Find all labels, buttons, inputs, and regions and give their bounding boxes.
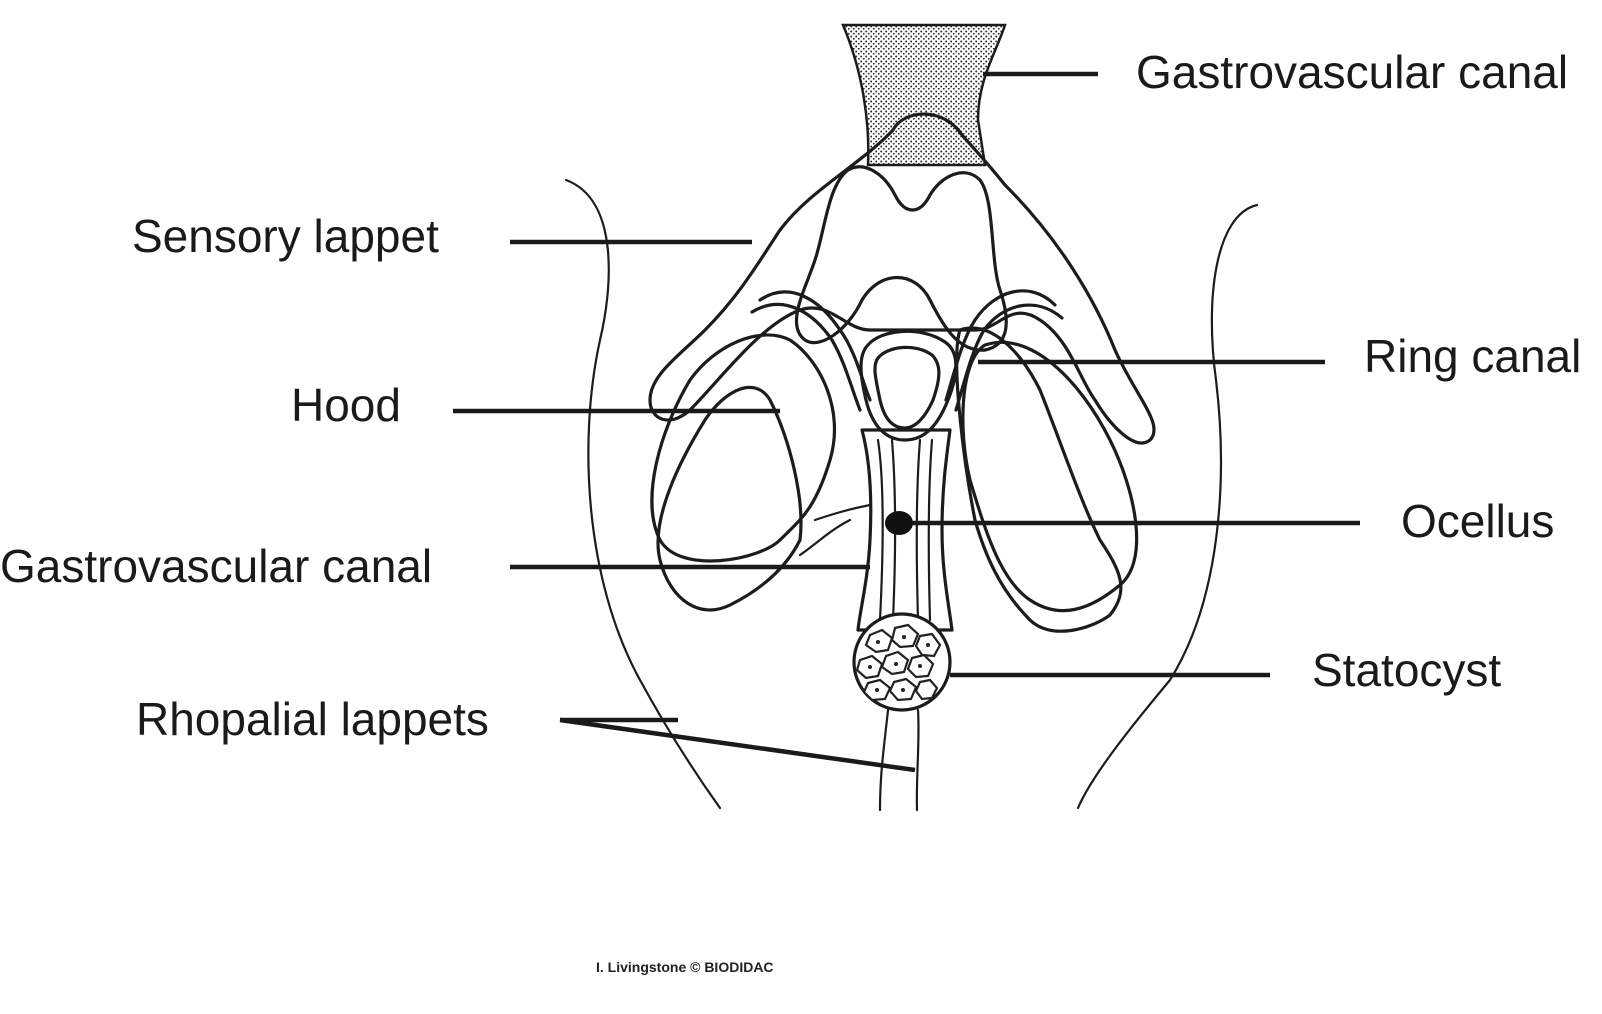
ocellus [885, 511, 913, 535]
label-gastrovascular-canal-left: Gastrovascular canal [0, 540, 432, 592]
rhopalium-tail [878, 708, 920, 812]
label-ring-canal: Ring canal [1364, 330, 1581, 382]
sensory-lappet [648, 112, 1156, 445]
label-sensory-lappet: Sensory lappet [132, 210, 439, 262]
statocyst [852, 612, 952, 712]
label-hood: Hood [291, 379, 401, 431]
rhopalial-lappet-left [656, 386, 803, 612]
credit-line: I. Livingstone © BIODIDAC [596, 959, 774, 975]
hood-right [961, 340, 1139, 613]
gastrovascular-canal-stalk [841, 23, 1007, 167]
ring-canal-inner [873, 345, 941, 430]
hood-left [650, 333, 837, 563]
ring-canal-arms [750, 289, 1064, 412]
label-gastrovascular-canal-top: Gastrovascular canal [1136, 46, 1568, 98]
rhopalial-lappet-right [955, 326, 1123, 633]
label-statocyst: Statocyst [1312, 644, 1501, 696]
rhopalium-canal-lines [798, 438, 934, 622]
ring-canal [859, 329, 958, 442]
label-ocellus: Ocellus [1401, 495, 1554, 547]
bell-margin-outlines [564, 178, 1259, 810]
label-rhopalial-lappets: Rhopalial lappets [136, 693, 489, 745]
leader-lines [453, 71, 1360, 773]
